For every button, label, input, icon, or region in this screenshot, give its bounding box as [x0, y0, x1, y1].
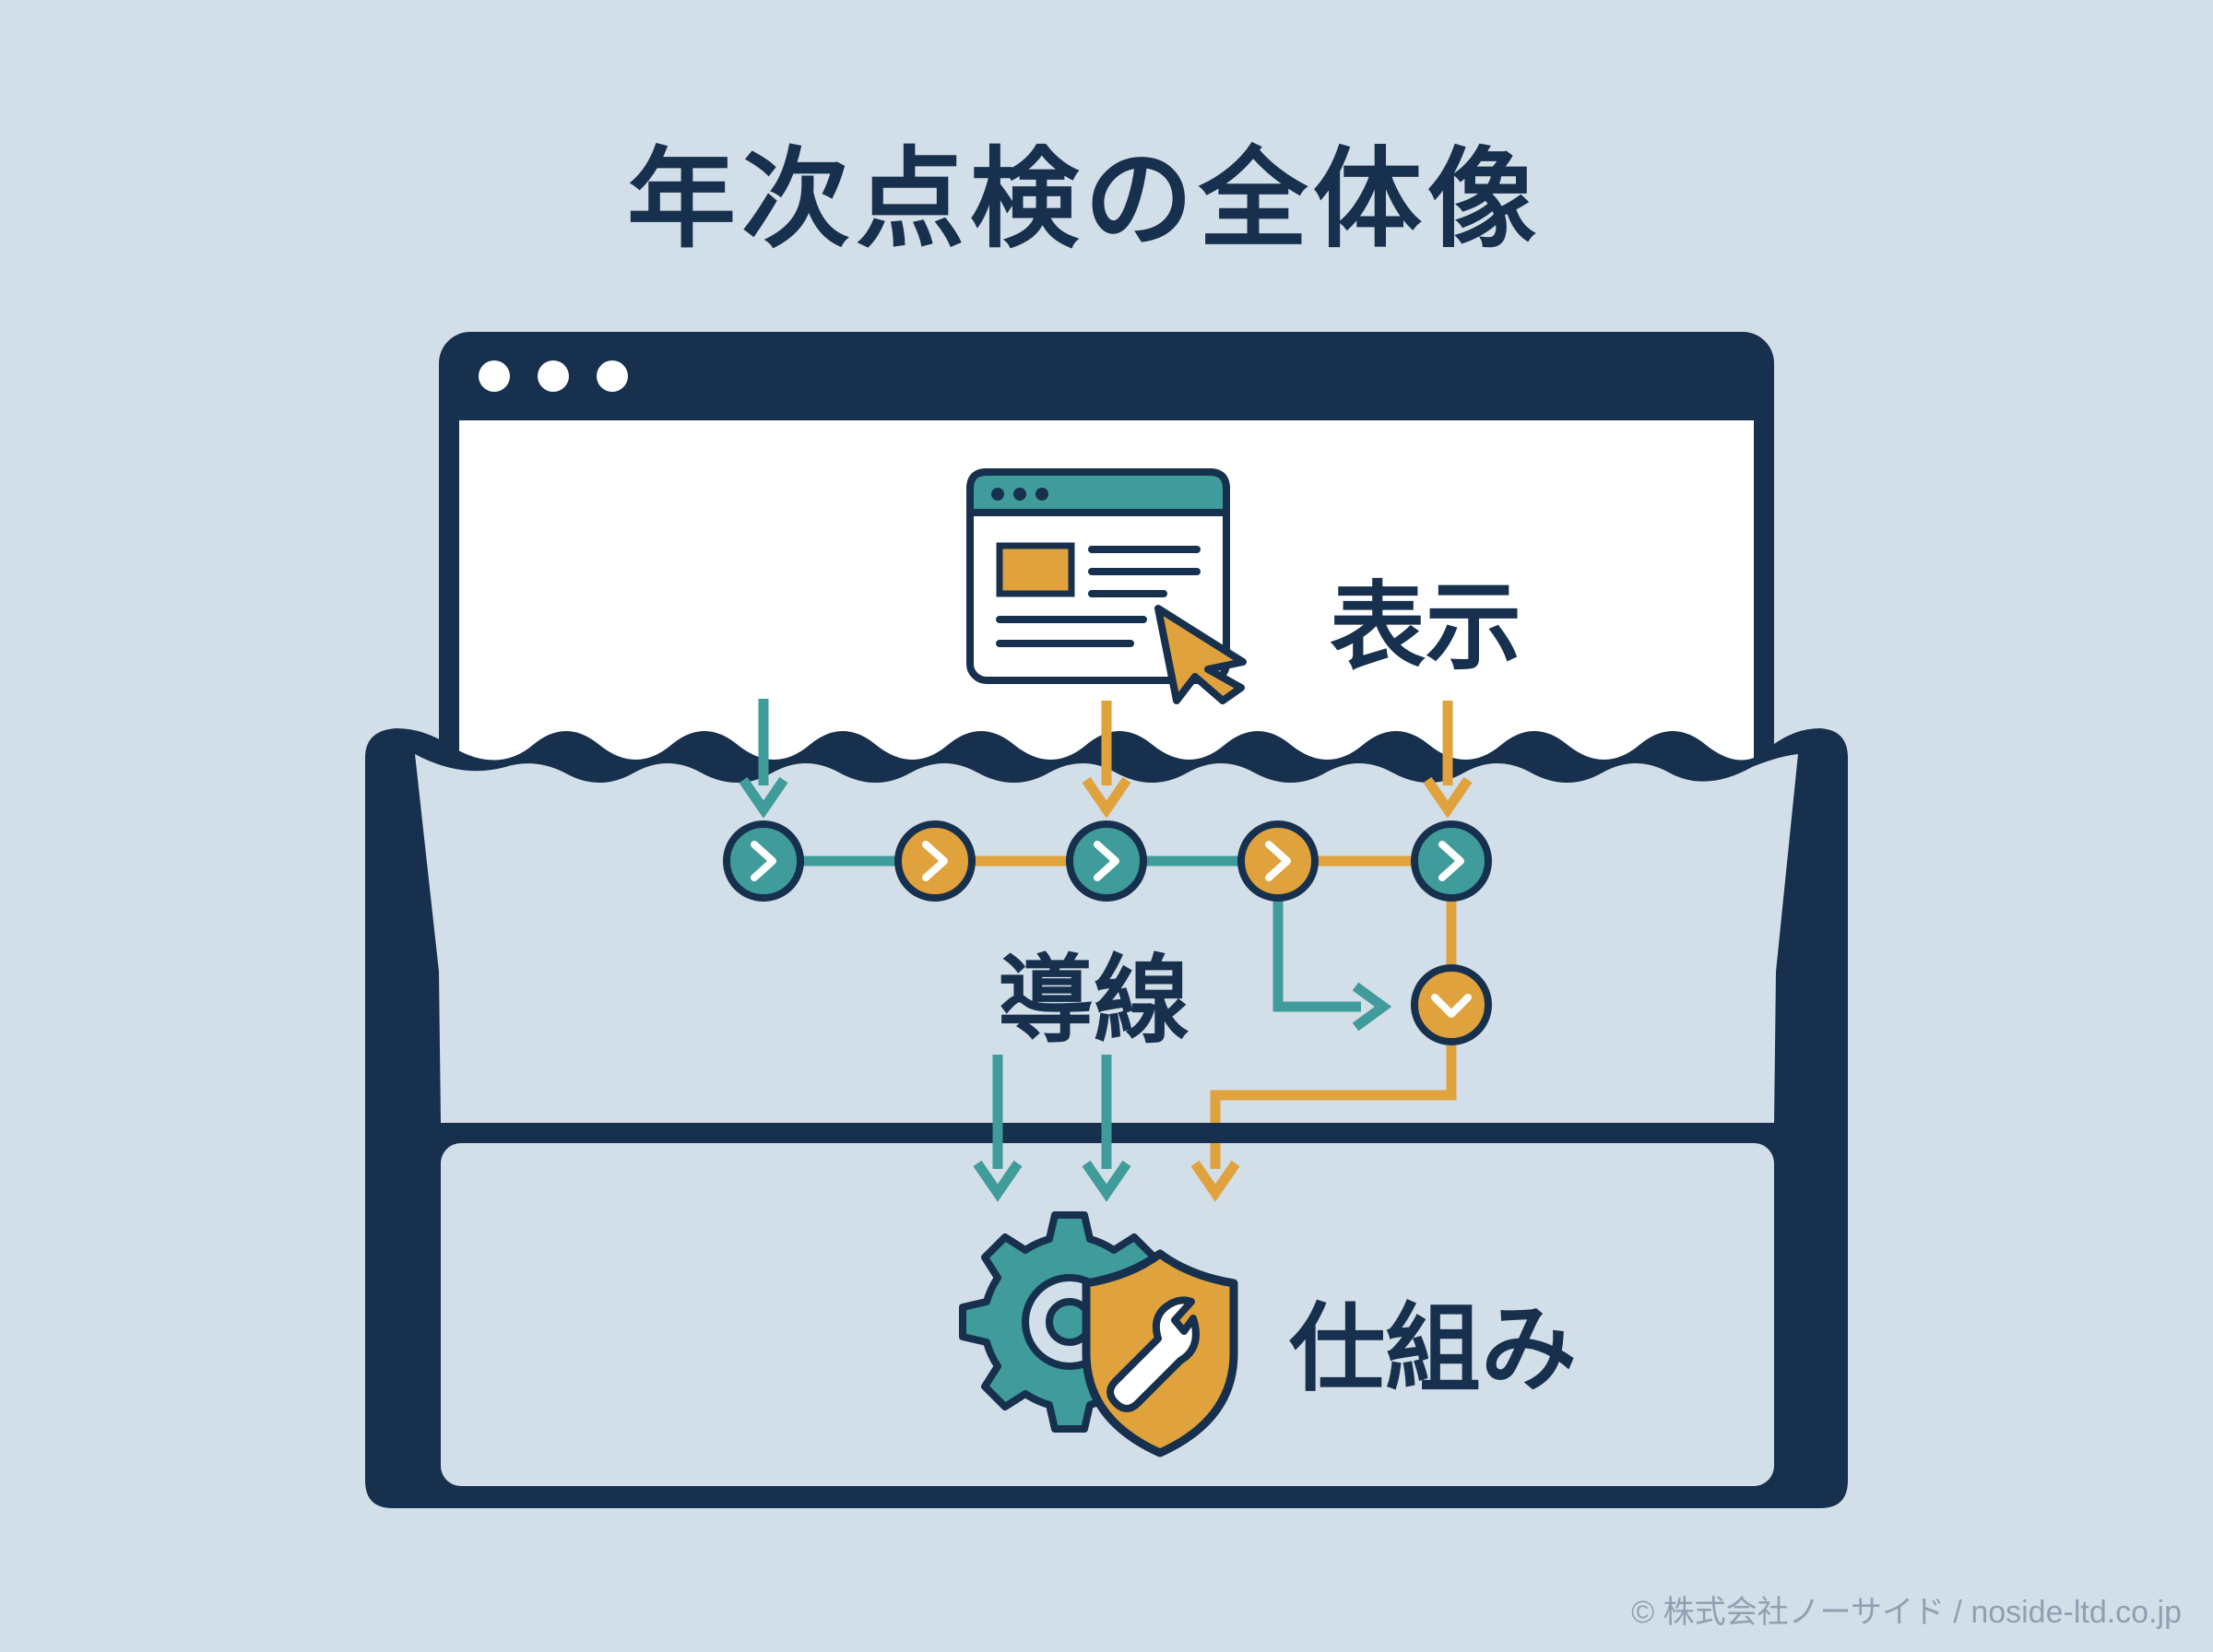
shield-wrench-icon: [1082, 1249, 1238, 1457]
layer-label-flow: 導線: [998, 944, 1190, 1056]
display-to-flow-arrows: [739, 699, 1473, 819]
arrow-down-teal-1: [739, 699, 788, 819]
browser-window-cursor-icon: [966, 468, 1247, 704]
flow-steps: [723, 820, 1492, 1045]
arrow-down-orange-1: [1082, 701, 1131, 819]
flow-step-5-chevron-right-icon: [1411, 820, 1492, 902]
copyright-notice: © 株式会社ノーサイド / noside-ltd.co.jp: [1631, 1595, 2182, 1630]
arrow-down-orange-2: [1423, 701, 1473, 819]
flow-step-6-chevron-down-icon: [1411, 964, 1492, 1045]
flow-to-mechanism-arrows: [973, 1055, 1131, 1202]
page-title: 年次点検の全体像: [626, 136, 1542, 263]
flow-step-3-chevron-right-icon: [1066, 820, 1147, 902]
flow-step-4-chevron-right-icon: [1237, 820, 1319, 902]
layer-label-display: 表示: [1330, 571, 1522, 683]
flow-step-1-chevron-right-icon: [723, 820, 804, 902]
flow-step-2-chevron-right-icon: [894, 820, 976, 902]
layer-label-mechanism: 仕組み: [1289, 1292, 1578, 1405]
window-control-dots: [479, 360, 628, 392]
